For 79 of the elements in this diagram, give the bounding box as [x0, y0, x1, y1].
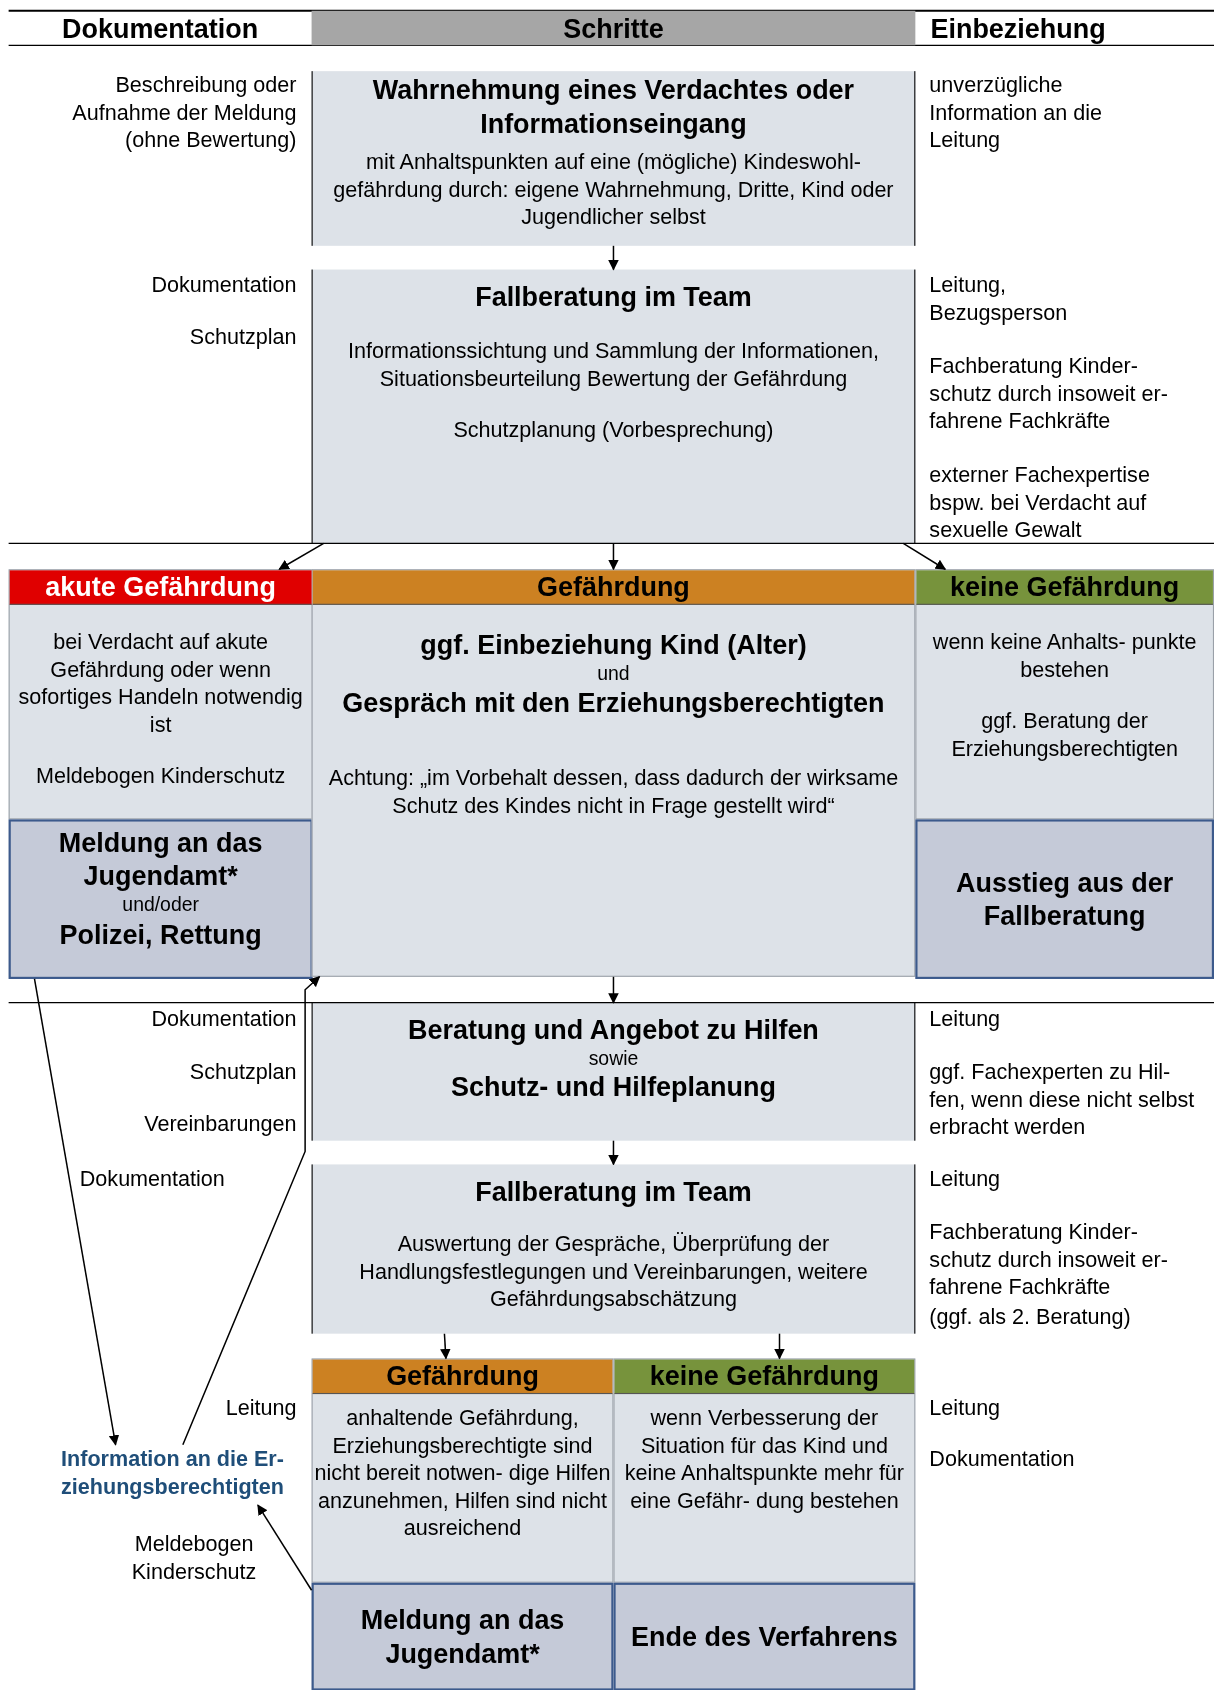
report-box [8, 819, 313, 979]
report-box [915, 819, 1214, 979]
decision-column-box [8, 569, 313, 820]
decision-column-box [613, 1358, 916, 1583]
arrow [182, 976, 321, 1446]
box-heading: Meldung an das Jugendamt* [359, 1603, 566, 1670]
column-header: Einbeziehung [929, 11, 1107, 46]
side-note: Dokumentation [79, 1165, 226, 1193]
box-heading: Beratung und Angebot zu Hilfen [408, 1013, 819, 1047]
column-header-band: akute Gefährdung [9, 570, 312, 605]
box-heading: Fallberatung im Team [475, 280, 752, 314]
box-heading: Meldung an das Jugendamt* [57, 825, 264, 893]
side-note: unverzügliche Information an die Leitung [929, 71, 1103, 154]
box-text: wenn Verbesserung der Situation für das Kind und keine Anhaltspunkte mehr für eine Gefähr- dung bestehen [623, 1404, 906, 1515]
arrow [608, 1139, 619, 1166]
side-note: Vereinbarungen [143, 1110, 297, 1138]
side-note: Schutzplan [188, 1058, 297, 1086]
side-note: Dokumentation [929, 1445, 1076, 1473]
decision-column-box [915, 569, 1214, 820]
box-heading: Ende des Verfahrens [631, 1620, 898, 1654]
side-note: (ggf. als 2. Beratung) [929, 1303, 1132, 1331]
connector-word: sowie [588, 1046, 639, 1071]
arrow [278, 542, 325, 570]
side-note: Meldebogen Kinderschutz [130, 1531, 258, 1586]
arrow [608, 245, 619, 271]
column-header: Schritte [311, 10, 916, 46]
report-box [613, 1582, 916, 1690]
side-note: Fachberatung Kinder- schutz durch insoweit er- fahrene Fachkräfte [929, 1218, 1169, 1301]
side-note: ggf. Fachexperten zu Hil- fen, wenn diese nicht selbst erbracht werden [929, 1058, 1196, 1141]
side-note: Beschreibung oder Aufnahme der Meldung (ohne Bewertung) [71, 71, 297, 154]
info-text: Information an die Er- ziehungsberechtigten [60, 1445, 285, 1501]
side-note: Leitung [224, 1394, 297, 1422]
box-text: bei Verdacht auf akute Gefährdung oder wenn sofortiges Handeln notwendig ist [17, 628, 304, 738]
box-text: Schutzplanung (Vorbesprechung) [453, 416, 774, 444]
box-text: anhaltende Gefährdung, Erziehungsberechtigte sind nicht bereit notwen- dige Hilfen anzunehmen, Hilfen sind nicht ausreichend [313, 1404, 612, 1542]
connector-word: und/oder [122, 892, 199, 917]
decision-column-box [311, 569, 916, 977]
box-heading: Schutz- und Hilfeplanung [451, 1070, 776, 1104]
box-heading: Polizei, Rettung [59, 918, 262, 952]
arrow [608, 542, 619, 571]
box-text: Meldebogen Kinderschutz [35, 762, 286, 790]
arrow [902, 542, 947, 570]
column-header-band: Gefährdung [312, 570, 915, 605]
decision-column-box [311, 1358, 614, 1583]
side-note: Fachberatung Kinder- schutz durch insoweit er- fahrene Fachkräfte [929, 352, 1169, 435]
column-header-band: Gefährdung [312, 1359, 613, 1395]
box-heading: ggf. Einbeziehung Kind (Alter) [420, 628, 807, 662]
arrow [257, 1504, 313, 1592]
side-note: Leitung [929, 1394, 1002, 1422]
box-text: wenn keine Anhalts- punkte bestehen [931, 628, 1198, 683]
arrow [608, 976, 619, 1004]
box-heading: Wahrnehmung eines Verdachtes oder Informationseingang [371, 73, 856, 141]
side-note: Dokumentation [150, 1006, 297, 1033]
side-note: Leitung, Bezugsperson [929, 271, 1069, 327]
process-box [311, 1002, 916, 1141]
box-text: Auswertung der Gespräche, Überprüfung der Handlungsfestlegungen und Vereinbarungen, weitere Gefährdungsabschätzung [358, 1230, 869, 1313]
connector-word: und [597, 662, 630, 686]
box-heading: Ausstieg aus der Fallberatung [955, 865, 1175, 933]
box-heading: Fallberatung im Team [475, 1175, 752, 1209]
box-text: Informationssichtung und Sammlung der Informationen, Situationsbeurteilung Bewertung der Gefährdung [346, 337, 880, 393]
side-note: Schutzplan [188, 323, 297, 351]
arrow [440, 1332, 451, 1360]
arrow [774, 1332, 785, 1360]
column-header-band: keine Gefährdung [614, 1359, 915, 1395]
report-box [311, 1582, 614, 1690]
process-box [311, 71, 916, 246]
box-text: Achtung: „im Vorbehalt dessen, dass dadurch der wirksame Schutz des Kindes nicht in Frage gestellt wird“ [327, 764, 900, 820]
column-header: Dokumentation [61, 11, 260, 46]
side-note: Leitung [929, 1006, 1002, 1033]
box-text: ggf. Beratung der Erziehungsberechtigten [950, 707, 1179, 763]
box-text: mit Anhaltspunkten auf eine (mögliche) Kindeswohl- gefährdung durch: eigene Wahrnehmung, Dritte, Kind oder Jugendlicher selbst [332, 148, 895, 231]
process-box [311, 1164, 916, 1334]
column-header-band: keine Gefährdung [916, 570, 1213, 605]
process-box [311, 269, 916, 544]
side-note: Dokumentation [150, 271, 297, 299]
arrow [33, 978, 120, 1446]
side-note: Leitung [929, 1165, 1002, 1193]
side-note: externer Fachexpertise bspw. bei Verdacht auf sexuelle Gewalt [929, 461, 1151, 544]
box-heading: Gespräch mit den Erziehungsberechtigten [342, 685, 885, 720]
